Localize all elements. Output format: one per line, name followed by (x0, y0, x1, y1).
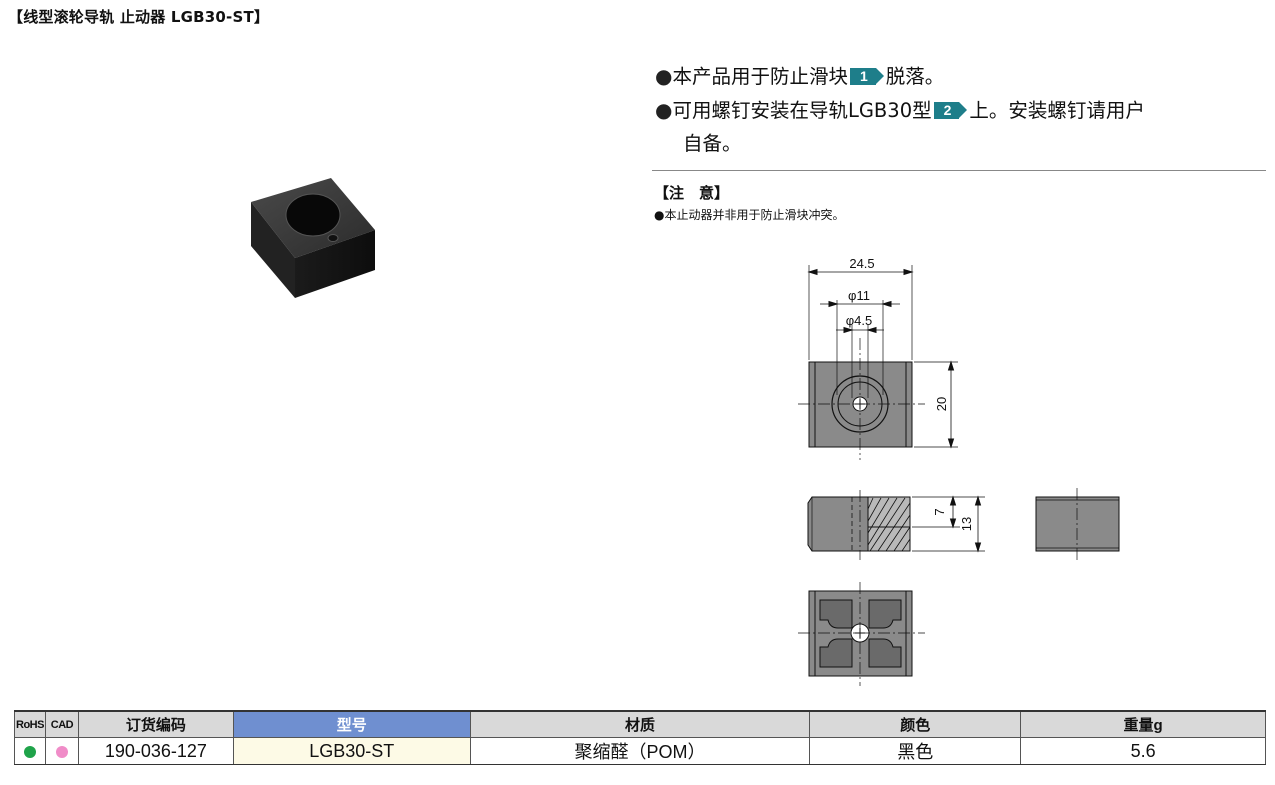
dim-width: 24.5 (849, 256, 874, 271)
dim-depth: 20 (934, 397, 949, 411)
page-title: 【线型滚轮导轨 止动器 LGB30-ST】 (8, 8, 270, 26)
dim-hole: φ4.5 (846, 313, 873, 328)
note-heading: 【注 意】 (654, 184, 730, 202)
col-color: 颜色 (809, 710, 1022, 738)
order-code-cell: 190-036-127 (77, 737, 234, 765)
feature-continuation: 自备。 (683, 132, 742, 155)
dim-bore: φ11 (848, 288, 870, 303)
model-cell: LGB30-ST (232, 737, 471, 765)
rohs-dot-icon (23, 745, 36, 758)
dim-counterbore: 7 (932, 508, 947, 515)
technical-drawing: 24.5 φ11 φ4.5 20 7 13 (798, 256, 1120, 686)
col-cad: CAD (44, 710, 79, 738)
col-order-code: 订货编码 (77, 710, 234, 738)
color-cell: 黑色 (809, 737, 1022, 765)
col-material: 材质 (469, 710, 811, 738)
table-header-row: RoHS CAD 订货编码 型号 材质 颜色 重量g (14, 710, 1266, 738)
weight-cell: 5.6 (1020, 737, 1266, 765)
dim-height: 13 (959, 517, 974, 531)
cad-cell[interactable] (44, 737, 79, 765)
cad-dot-icon[interactable] (55, 745, 68, 758)
note-text: ●本止动器并非用于防止滑块冲突。 (654, 208, 845, 222)
rohs-cell (14, 737, 46, 765)
col-model: 型号 (232, 710, 471, 738)
divider (652, 170, 1266, 171)
col-rohs: RoHS (14, 710, 46, 738)
part-badge: 1 (849, 68, 884, 85)
col-weight: 重量g (1020, 710, 1266, 738)
spec-table: RoHS CAD 订货编码 型号 材质 颜色 重量g 190-036-127 L… (14, 710, 1266, 765)
part-badge: 2 (933, 102, 968, 119)
material-cell: 聚缩醛（POM） (469, 737, 811, 765)
product-photo (251, 178, 375, 298)
table-row: 190-036-127 LGB30-ST 聚缩醛（POM） 黑色 5.6 (14, 737, 1266, 765)
